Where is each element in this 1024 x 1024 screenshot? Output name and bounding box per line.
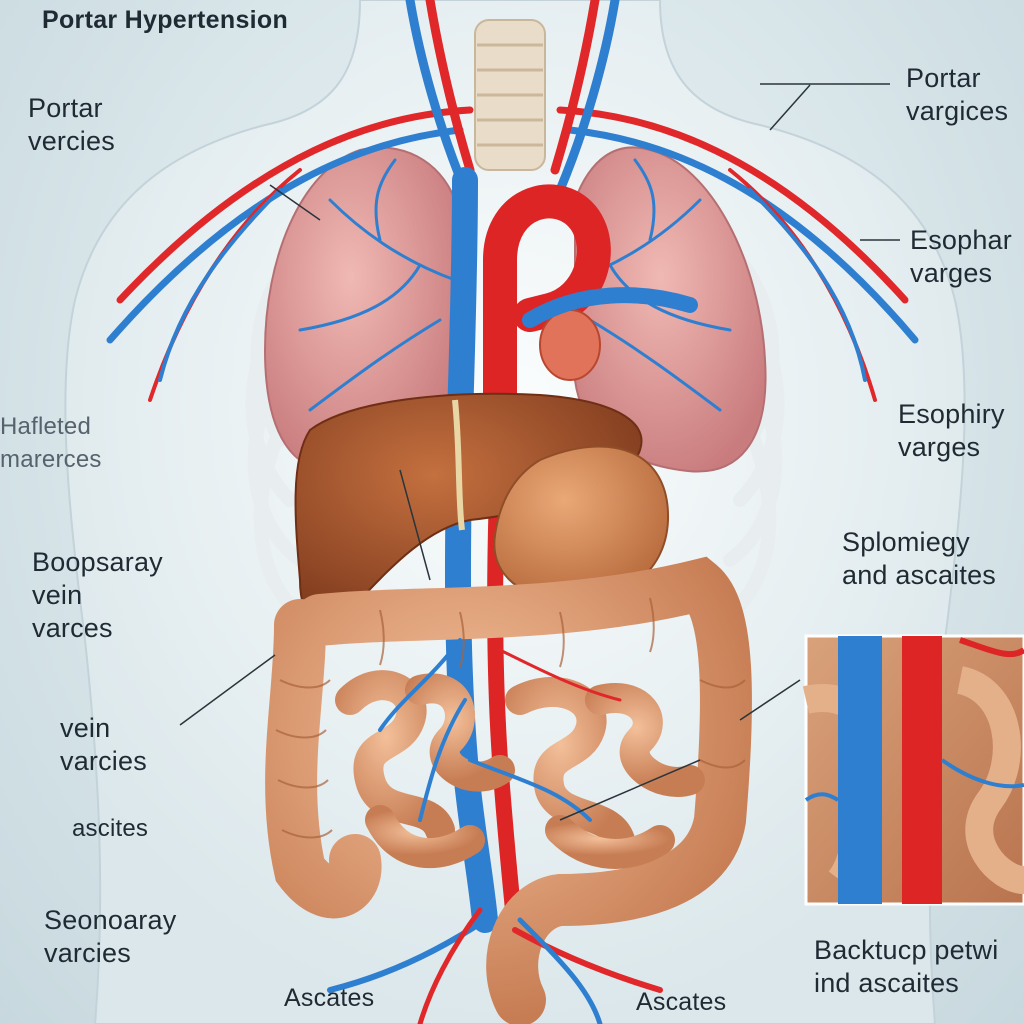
label-bottom-center-left: Ascates — [284, 984, 375, 1012]
label-top-right: Portar vargices — [906, 63, 1009, 126]
label-bottom-right: Backtucp petwi ind ascaites — [814, 935, 999, 998]
label-left-2: Boopsaray vein varces — [32, 547, 163, 643]
label-left-4: ascites — [72, 815, 149, 842]
inset-detail — [802, 634, 1024, 906]
label-right-3: Splomiegy and ascaites — [842, 527, 996, 590]
heart — [539, 309, 601, 381]
label-left-1: Hafleted marerces — [0, 413, 102, 473]
label-top-left: Portar vercies — [28, 93, 115, 156]
label-left-3: vein varcies — [60, 713, 147, 776]
large-intestine — [265, 556, 752, 1024]
diagram-title: Portar Hypertension — [42, 6, 289, 34]
label-bottom-center-right: Ascates — [636, 988, 727, 1016]
leader-lines — [179, 83, 900, 821]
label-left-5: Seonoaray varcies — [44, 905, 177, 968]
right-lung — [574, 146, 767, 473]
label-mid-right-2: Esophiry varges — [898, 399, 1005, 462]
label-mid-right-1: Esophar varges — [910, 225, 1012, 288]
